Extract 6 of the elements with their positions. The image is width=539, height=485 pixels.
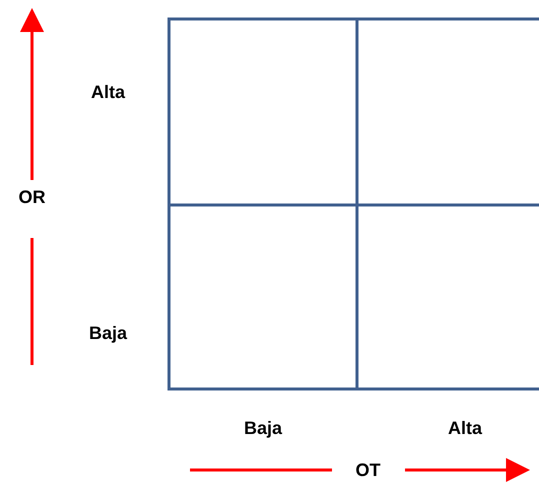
axis-label: Alta xyxy=(448,419,482,437)
axis-label: OT xyxy=(356,461,380,479)
axis-label: Baja xyxy=(244,419,282,437)
axis-label: OR xyxy=(18,188,46,206)
axis-label: Alta xyxy=(91,83,125,101)
axis-label: Baja xyxy=(88,324,128,342)
